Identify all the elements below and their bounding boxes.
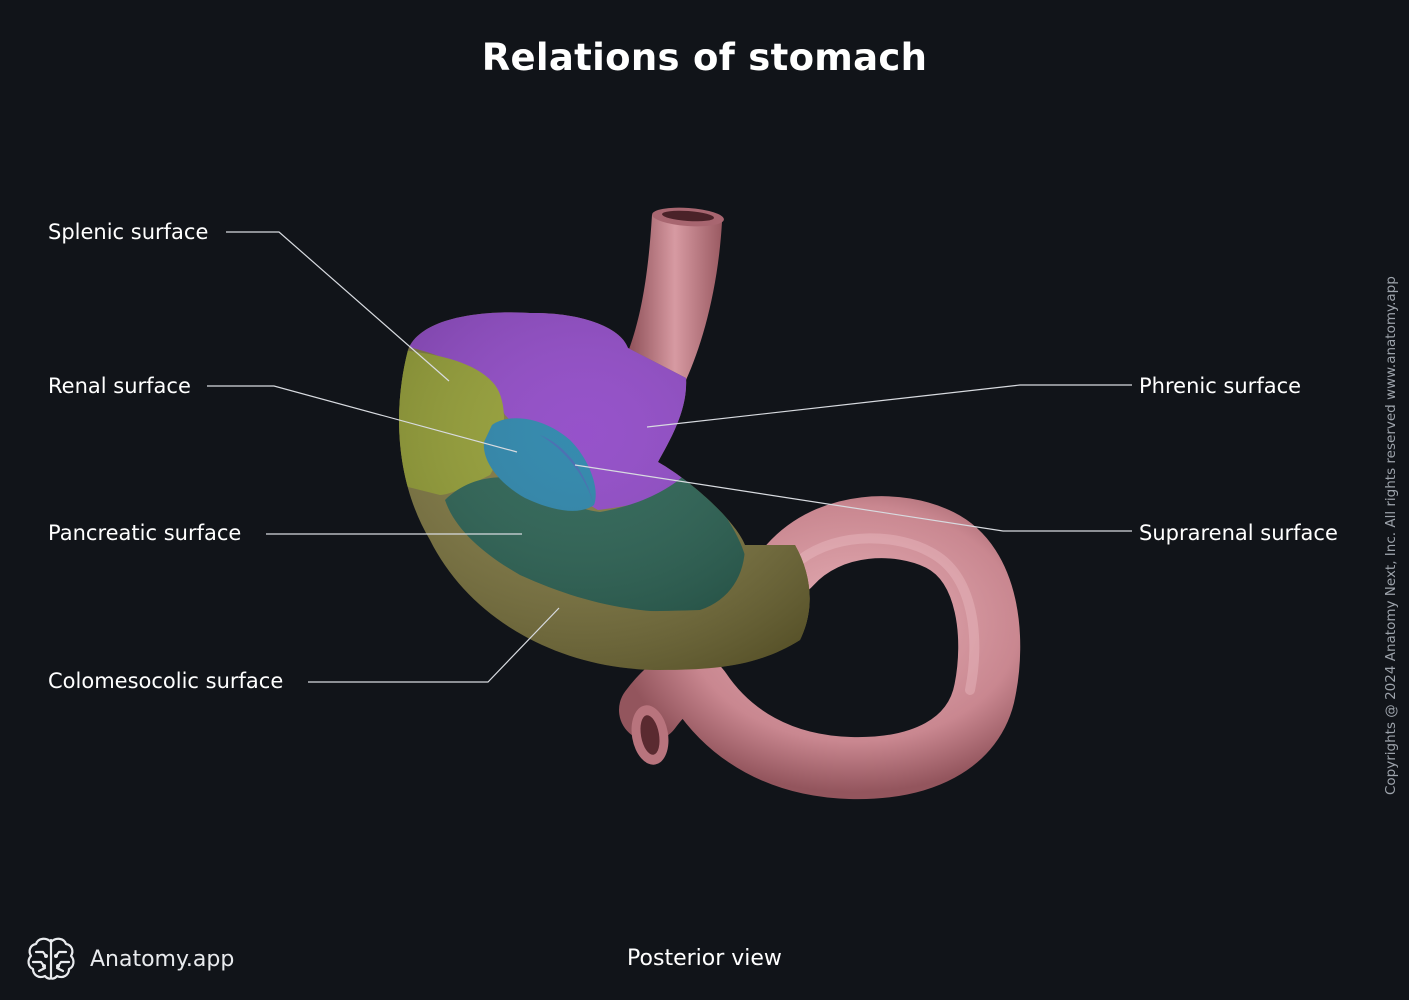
suprarenal-leader bbox=[574, 464, 1132, 532]
splenic-leader bbox=[226, 231, 450, 382]
duodenum bbox=[619, 496, 1021, 800]
brand[interactable]: Anatomy.app bbox=[24, 933, 234, 985]
colomesocolic-leader bbox=[308, 607, 560, 683]
splenic-surface-label: Splenic surface bbox=[48, 220, 209, 244]
page-title: Relations of stomach bbox=[481, 36, 928, 79]
colomesocolic-surface-label: Colomesocolic surface bbox=[48, 669, 284, 693]
brand-name: Anatomy.app bbox=[90, 946, 235, 972]
pancreatic-surface-label: Pancreatic surface bbox=[48, 521, 242, 545]
esophagus bbox=[628, 207, 724, 380]
renal-leader bbox=[207, 385, 518, 453]
copyright-notice: Copyrights @ 2024 Anatomy Next, Inc. All… bbox=[1383, 276, 1399, 795]
view-caption: Posterior view bbox=[627, 946, 782, 971]
renal-surface-label: Renal surface bbox=[48, 374, 191, 398]
stomach bbox=[399, 312, 810, 670]
phrenic-surface-label: Phrenic surface bbox=[1139, 374, 1302, 398]
leader-lines bbox=[207, 231, 1132, 683]
suprarenal-surface-label: Suprarenal surface bbox=[1139, 521, 1338, 545]
brain-icon bbox=[27, 937, 75, 980]
phrenic-leader bbox=[646, 384, 1132, 428]
